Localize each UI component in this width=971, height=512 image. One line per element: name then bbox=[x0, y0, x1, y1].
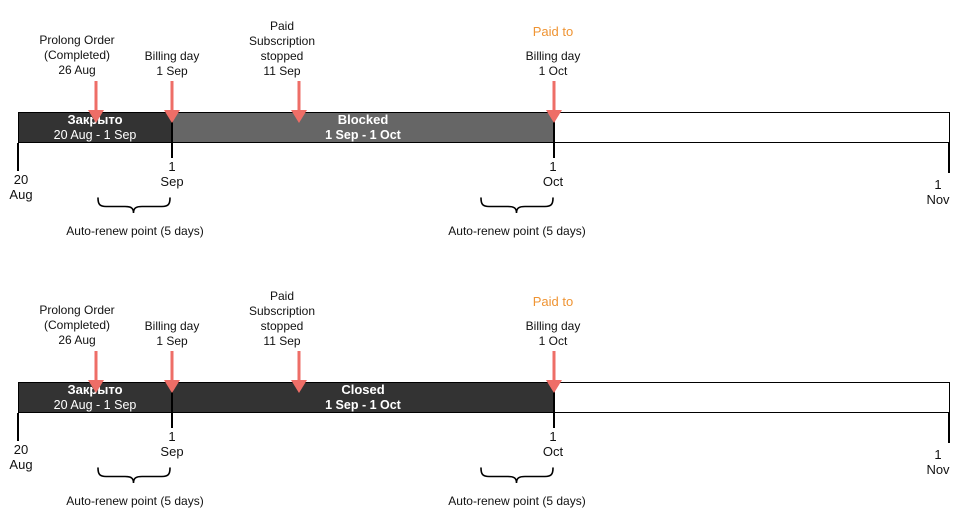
arrow-head bbox=[88, 380, 104, 393]
brace-icon bbox=[480, 197, 554, 214]
paid-to-label: Paid to bbox=[532, 294, 574, 309]
bar-segment-closed: Closed 1 Sep - 1 Oct bbox=[172, 382, 554, 413]
annotation-billing-day-sep: Billing day 1 Sep bbox=[144, 319, 200, 348]
brace-icon bbox=[480, 467, 554, 484]
segment-dates: 20 Aug - 1 Sep bbox=[53, 397, 137, 412]
axis-tick-1sep bbox=[171, 413, 173, 428]
axis-label-1-oct: 1 Oct bbox=[542, 429, 564, 459]
segment-title: Blocked bbox=[337, 112, 389, 127]
arrow-shaft bbox=[297, 351, 301, 380]
down-arrow-icon-1oct bbox=[546, 351, 562, 393]
annotation-billing-day-oct: Billing day 1 Oct bbox=[525, 319, 581, 348]
annotation-billing-day-sep: Billing day 1 Sep bbox=[144, 49, 200, 78]
bar-segment-unpaid-future bbox=[554, 382, 950, 413]
axis-tick-1nov bbox=[948, 413, 950, 443]
bar-segment-unpaid-future bbox=[554, 112, 950, 143]
annotation-prolong-order: Prolong Order (Completed) 26 Aug bbox=[39, 303, 115, 347]
auto-renew-label-left: Auto-renew point (5 days) bbox=[66, 494, 204, 508]
axis-tick-20aug bbox=[17, 143, 19, 171]
segment-dates: 1 Sep - 1 Oct bbox=[325, 397, 401, 412]
down-arrow-icon-11sep bbox=[291, 81, 307, 123]
down-arrow-icon-1sep bbox=[164, 351, 180, 393]
axis-label-1-sep: 1 Sep bbox=[160, 159, 184, 189]
arrow-shaft bbox=[170, 351, 174, 380]
axis-label-1-sep: 1 Sep bbox=[160, 429, 184, 459]
timeline-closed-scenario: Prolong Order (Completed) 26 Aug Billing… bbox=[0, 270, 971, 512]
axis-label-20-aug: 20 Aug bbox=[9, 172, 33, 202]
axis-tick-1oct bbox=[553, 143, 555, 158]
segment-dates: 1 Sep - 1 Oct bbox=[325, 127, 401, 142]
annotation-paid-subscription-stopped: Paid Subscription stopped 11 Sep bbox=[248, 289, 316, 348]
arrow-shaft bbox=[94, 81, 98, 110]
timeline-blocked-scenario: Prolong Order (Completed) 26 Aug Billing… bbox=[0, 0, 971, 250]
axis-label-1-nov: 1 Nov bbox=[926, 447, 950, 477]
axis-label-1-oct: 1 Oct bbox=[542, 159, 564, 189]
arrow-shaft bbox=[552, 81, 556, 110]
paid-to-label: Paid to bbox=[532, 24, 574, 39]
axis-label-1-nov: 1 Nov bbox=[926, 177, 950, 207]
bar-segment-blocked: Blocked 1 Sep - 1 Oct bbox=[172, 112, 554, 143]
axis-tick-1nov bbox=[948, 143, 950, 173]
auto-renew-label-left: Auto-renew point (5 days) bbox=[66, 224, 204, 238]
axis-tick-20aug bbox=[17, 413, 19, 441]
arrow-shaft bbox=[297, 81, 301, 110]
axis-label-20-aug: 20 Aug bbox=[9, 442, 33, 472]
auto-renew-label-right: Auto-renew point (5 days) bbox=[448, 224, 586, 238]
axis-tick-1sep bbox=[171, 143, 173, 158]
down-arrow-icon-26aug bbox=[88, 351, 104, 393]
annotation-prolong-order: Prolong Order (Completed) 26 Aug bbox=[39, 33, 115, 77]
auto-renew-label-right: Auto-renew point (5 days) bbox=[448, 494, 586, 508]
arrow-shaft bbox=[552, 351, 556, 380]
axis-tick-1oct bbox=[553, 413, 555, 428]
arrow-head bbox=[546, 380, 562, 393]
arrow-head bbox=[291, 110, 307, 123]
down-arrow-icon-1oct bbox=[546, 81, 562, 123]
down-arrow-icon-11sep bbox=[291, 351, 307, 393]
arrow-head bbox=[164, 110, 180, 123]
arrow-head bbox=[291, 380, 307, 393]
brace-icon bbox=[97, 197, 171, 214]
segment-dates: 20 Aug - 1 Sep bbox=[53, 127, 137, 142]
annotation-billing-day-oct: Billing day 1 Oct bbox=[525, 49, 581, 78]
arrow-head bbox=[164, 380, 180, 393]
down-arrow-icon-26aug bbox=[88, 81, 104, 123]
down-arrow-icon-1sep bbox=[164, 81, 180, 123]
arrow-head bbox=[88, 110, 104, 123]
arrow-shaft bbox=[94, 351, 98, 380]
arrow-head bbox=[546, 110, 562, 123]
segment-title: Closed bbox=[341, 382, 385, 397]
annotation-paid-subscription-stopped: Paid Subscription stopped 11 Sep bbox=[248, 19, 316, 78]
arrow-shaft bbox=[170, 81, 174, 110]
brace-icon bbox=[97, 467, 171, 484]
